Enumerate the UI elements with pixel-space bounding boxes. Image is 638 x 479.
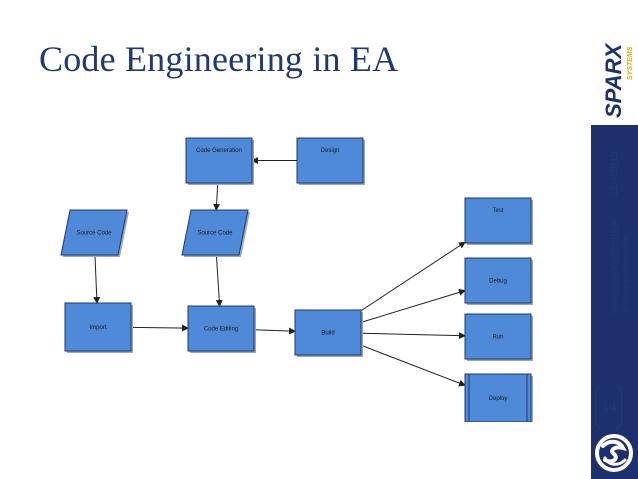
node-label-debug: Debug: [489, 279, 507, 285]
svg-text:SYSTEMS: SYSTEMS: [627, 46, 634, 80]
node-label-run: Run: [492, 335, 503, 341]
node-label-import: Import: [89, 325, 106, 331]
node-label-code-editing: Code Editing: [204, 327, 238, 333]
node-debug[interactable]: Debug: [464, 257, 533, 305]
node-source-code-2[interactable]: Source Code: [181, 209, 250, 257]
edge-build-to-debug: [360, 289, 466, 323]
edge-code-editing-to-build: [253, 327, 296, 335]
slide-date: 12/4/2013: [609, 151, 620, 197]
node-label-design: Design: [321, 148, 340, 154]
website-link[interactable]: www.sparxsystems.in: [609, 218, 620, 314]
edge-build-to-test: [360, 241, 466, 312]
node-label-source-code-2: Source Code: [197, 231, 233, 237]
node-run[interactable]: Run: [464, 313, 533, 361]
sparx-emblem-icon: [595, 434, 633, 472]
node-label-deploy: Deploy: [489, 396, 508, 402]
svg-text:SPARX: SPARX: [601, 43, 626, 118]
edge-code-generation-to-source-code-2: [213, 182, 221, 211]
node-label-build: Build: [321, 331, 334, 337]
node-design[interactable]: Design: [296, 137, 365, 185]
edge-build-to-run: [360, 332, 466, 340]
node-test[interactable]: Test: [464, 197, 533, 245]
edge-import-to-code-editing: [130, 324, 189, 332]
node-code-generation[interactable]: Code Generation: [185, 137, 254, 185]
copyright-text: © Sparx Systems India: [621, 235, 630, 312]
node-deploy[interactable]: Deploy: [464, 373, 533, 422]
sparx-logo: SPARX SYSTEMS: [591, 0, 638, 125]
slide-title: Code Engineering in EA: [39, 39, 399, 79]
edge-source-code-1-to-import: [93, 254, 101, 304]
page-number: 14: [601, 399, 617, 415]
edge-build-to-deploy: [360, 344, 466, 387]
node-build[interactable]: Build: [294, 309, 363, 357]
edge-source-code-2-to-code-editing: [215, 254, 223, 307]
node-label-test: Test: [492, 208, 503, 214]
page-bracket-left: [595, 386, 602, 428]
node-import[interactable]: Import: [64, 302, 133, 353]
node-label-code-generation: Code Generation: [196, 148, 242, 154]
node-source-code-1[interactable]: Source Code: [60, 209, 129, 257]
node-code-editing[interactable]: Code Editing: [187, 305, 256, 353]
node-label-source-code-1: Source Code: [76, 231, 112, 237]
